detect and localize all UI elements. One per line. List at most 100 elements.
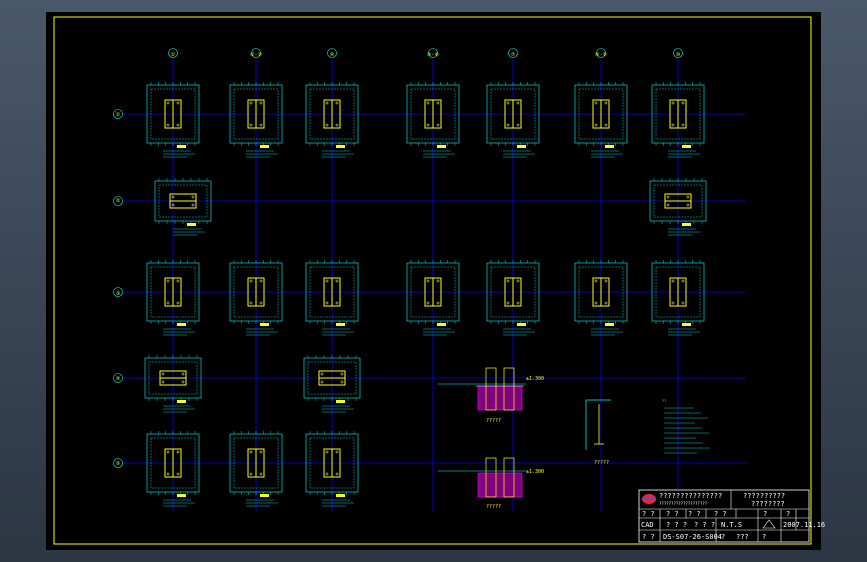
- anchor-bolt: [259, 101, 263, 105]
- anchor-bolt: [671, 123, 675, 127]
- footing-tag: [177, 494, 186, 497]
- anchor-detail-label: ?????: [594, 460, 609, 466]
- revision-triangle-icon: [762, 519, 776, 529]
- anchor-bolt: [166, 123, 170, 127]
- footing-inner: [309, 266, 355, 318]
- column-footing: [146, 431, 200, 507]
- column-footing: [305, 82, 359, 158]
- anchor-bolt: [249, 450, 253, 454]
- column-footing: [574, 260, 628, 336]
- elevation-mark-1: ±1.300: [526, 376, 544, 382]
- grid-bubble: [508, 48, 518, 58]
- footing-inner: [233, 266, 279, 318]
- grid-bubble: [596, 48, 606, 58]
- grid-bubble: [251, 48, 261, 58]
- footing-inner: [410, 266, 456, 318]
- anchor-bolt: [191, 195, 195, 199]
- footing-tag: [682, 223, 691, 226]
- footing-inner: [655, 266, 701, 318]
- column-footing: [303, 355, 361, 413]
- drawing-number: DS-S07-26-S004: [663, 533, 722, 541]
- column-footing: [486, 260, 540, 336]
- section-detail-2: ±1.300 ?????: [438, 457, 544, 510]
- anchor-bolt: [161, 380, 165, 384]
- axis-grid: [113, 48, 746, 512]
- anchor-bolt: [176, 101, 180, 105]
- anchor-bolt: [181, 372, 185, 376]
- footing-inner: [150, 266, 196, 318]
- column-footing: [649, 178, 707, 236]
- anchor-bolt: [166, 101, 170, 105]
- anchor-bolt: [259, 301, 263, 305]
- axis-label-left-3: ③: [116, 291, 121, 297]
- anchor-bolt: [176, 123, 180, 127]
- anchor-bolt: [681, 279, 685, 283]
- tb-row3-c: ???: [736, 533, 749, 541]
- anchor-bolt: [340, 380, 344, 384]
- axis-label-left-4: ④: [116, 376, 121, 382]
- anchor-bolt: [320, 380, 324, 384]
- anchor-bolt: [506, 301, 510, 305]
- footing-tag: [177, 400, 186, 403]
- anchor-bolt: [249, 101, 253, 105]
- anchor-bolt: [506, 123, 510, 127]
- tb-cell-3: ? ?: [688, 510, 701, 518]
- anchor-bolt: [259, 279, 263, 283]
- footing-inner: [150, 437, 196, 489]
- title-block: ??????????????? ???????????????????? ???…: [638, 489, 825, 543]
- anchor-bolt: [259, 450, 263, 454]
- anchor-bolt: [426, 301, 430, 305]
- column-footing: [229, 260, 283, 336]
- footing-inner: [655, 88, 701, 140]
- footing-tag: [177, 323, 186, 326]
- footing-tag: [517, 323, 526, 326]
- anchor-bolt: [335, 123, 339, 127]
- anchor-bolt: [666, 203, 670, 207]
- footing-inner: [410, 88, 456, 140]
- anchor-bolt: [249, 279, 253, 283]
- anchor-bolt: [325, 123, 329, 127]
- footing-inner: [158, 184, 208, 218]
- footing-tag: [336, 400, 345, 403]
- footing-inner: [653, 184, 703, 218]
- approved-by: ? ? ?: [694, 521, 715, 529]
- footing-tag: [260, 145, 269, 148]
- footing-inner: [490, 88, 536, 140]
- tb-row3-b: ?: [721, 533, 725, 541]
- cad-viewport[interactable]: ① ②-③ ④ ⑤-⑥ ⑦ ⑧-⑨ ⑩ ① ② ③ ④ ⑤ ±1.300 ???…: [46, 12, 825, 550]
- section-label-1: ?????: [486, 418, 501, 424]
- scale-value: N.T.S: [721, 521, 742, 529]
- anchor-bolt: [671, 101, 675, 105]
- footing-tag: [187, 223, 196, 226]
- cad-label: CAD: [641, 521, 654, 529]
- anchor-bolt: [249, 301, 253, 305]
- column-footing: [651, 260, 705, 336]
- anchor-bolt: [340, 372, 344, 376]
- anchor-bolt: [436, 279, 440, 283]
- axis-label-top-6: ⑧-⑨: [595, 52, 607, 58]
- anchor-detail: ?????: [585, 399, 611, 466]
- footing-tag: [517, 145, 526, 148]
- footing-tag: [336, 494, 345, 497]
- anchor-bolt: [681, 123, 685, 127]
- grid-bubble: [673, 48, 683, 58]
- axis-label-top-2: ②-③: [250, 52, 262, 58]
- anchor-bolt: [594, 279, 598, 283]
- anchor-bolt: [604, 301, 608, 305]
- company-subtitle: ????????????????????: [659, 501, 708, 506]
- anchor-bolt: [671, 301, 675, 305]
- anchor-bolt: [594, 123, 598, 127]
- anchor-bolt: [594, 301, 598, 305]
- anchor-bolt: [516, 123, 520, 127]
- grid-bubble: [113, 373, 123, 383]
- anchor-bolt: [176, 279, 180, 283]
- column-footing: [651, 82, 705, 158]
- anchor-bolt: [249, 123, 253, 127]
- column-footing: [406, 82, 460, 158]
- anchor-bolt: [325, 301, 329, 305]
- anchor-bolt: [325, 450, 329, 454]
- column-footing: [229, 431, 283, 507]
- anchor-bolt: [325, 101, 329, 105]
- column-base-plan: [144, 82, 707, 507]
- column-footing: [154, 178, 212, 236]
